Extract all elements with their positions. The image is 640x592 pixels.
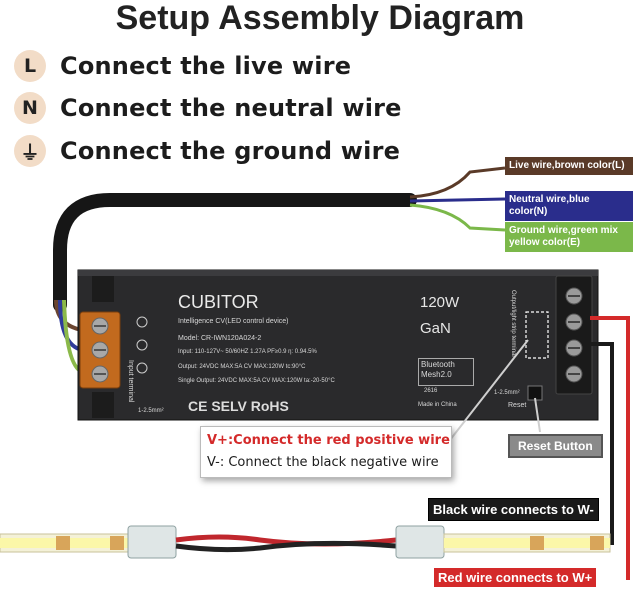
power-supply-top-edge xyxy=(78,270,598,276)
step-ground: ⏚ Connect the ground wire xyxy=(14,135,400,167)
device-cert-marks: CE SELV RoHS xyxy=(188,398,289,414)
led-strip-left-pad-2 xyxy=(110,536,124,550)
step-neutral: N Connect the neutral wire xyxy=(14,92,402,124)
device-single-output-spec: Single Output: 24VDC MAX:5A CV MAX:120W … xyxy=(178,378,335,384)
step-live: L Connect the live wire xyxy=(14,50,351,82)
negative-wire-note: V-: Connect the black negative wire xyxy=(207,455,439,470)
device-model: Model: CR-IWN120A024-2 xyxy=(178,335,262,342)
device-output-spec: Output: 24VDC MAX:5A CV MAX:120W tc:90°C xyxy=(178,364,306,370)
device-bluetooth-badge: Bluetooth Mesh2.0 xyxy=(418,358,474,386)
strip-connector-left xyxy=(127,525,177,559)
polarity-callout: V+:Connect the red positive wire V-: Con… xyxy=(200,426,452,478)
reset-button-label: Reset Button xyxy=(508,434,603,458)
device-subtitle: Intelligence CV(LED control device) xyxy=(178,318,289,325)
ground-wire-label: Ground wire,green mix yellow color(E) xyxy=(505,222,633,252)
output-terminal-label: Output/light strip terminal xyxy=(510,290,516,357)
led-strip-right-pad-2 xyxy=(590,536,604,550)
led-strip-right-pad-1 xyxy=(530,536,544,550)
led-strip-left-pad-1 xyxy=(56,536,70,550)
device-reset-text: Reset xyxy=(508,402,527,409)
output-black-wire xyxy=(590,342,614,545)
ground-symbol-badge: ⏚ xyxy=(14,135,46,167)
strip-connector-right xyxy=(395,525,445,559)
neutral-symbol-badge: N xyxy=(14,92,46,124)
label-circle-l xyxy=(136,316,148,328)
callout-pointer-device xyxy=(449,339,529,441)
output-red-wire xyxy=(590,316,630,580)
jumper-black-wire xyxy=(175,540,397,553)
input-terminal-label: Input terminal xyxy=(127,360,134,403)
reset-pointer xyxy=(534,397,541,433)
output-highlight-box xyxy=(525,311,549,359)
input-cable xyxy=(53,193,417,312)
label-circle-n xyxy=(136,339,148,351)
device-gan-label: GaN xyxy=(420,320,451,337)
step-neutral-text: Connect the neutral wire xyxy=(60,94,402,122)
device-brand: CUBITOR xyxy=(178,292,259,312)
neutral-wire-label: Neutral wire,blue color(N) xyxy=(505,191,633,221)
step-ground-text: Connect the ground wire xyxy=(60,137,401,165)
device-input-spec: Input: 110-127V~ 50/60HZ 1.27A PF≥0.9 η:… xyxy=(178,349,317,355)
label-circle-ground xyxy=(136,362,148,374)
output-terminal-block xyxy=(555,275,593,395)
input-wire-size: 1-2.5mm² xyxy=(138,408,164,414)
device-code: 2616 xyxy=(424,388,438,394)
device-power-rating: 120W xyxy=(420,294,460,311)
mounting-tab-left-top xyxy=(92,276,114,302)
live-wire-label: Live wire,brown color(L) xyxy=(505,157,633,175)
step-live-text: Connect the live wire xyxy=(60,52,352,80)
positive-wire-note: V+:Connect the red positive wire xyxy=(207,433,450,448)
reset-button-hole xyxy=(527,385,543,401)
mounting-tab-left-bottom xyxy=(92,392,114,418)
diagram-title: Setup Assembly Diagram xyxy=(115,0,525,37)
output-wire-size: 1-2.5mm² xyxy=(494,390,520,396)
red-wire-label: Red wire connects to W+ xyxy=(434,568,597,587)
ground-wire-line xyxy=(409,203,506,232)
live-wire-line xyxy=(409,166,506,199)
neutral-wire-line xyxy=(409,197,506,203)
live-symbol-badge: L xyxy=(14,50,46,82)
black-wire-label: Black wire connects to W- xyxy=(428,498,599,521)
device-made-in: Made in China xyxy=(418,402,457,408)
power-supply-body xyxy=(77,269,599,421)
led-strip-right-glow xyxy=(444,538,610,548)
